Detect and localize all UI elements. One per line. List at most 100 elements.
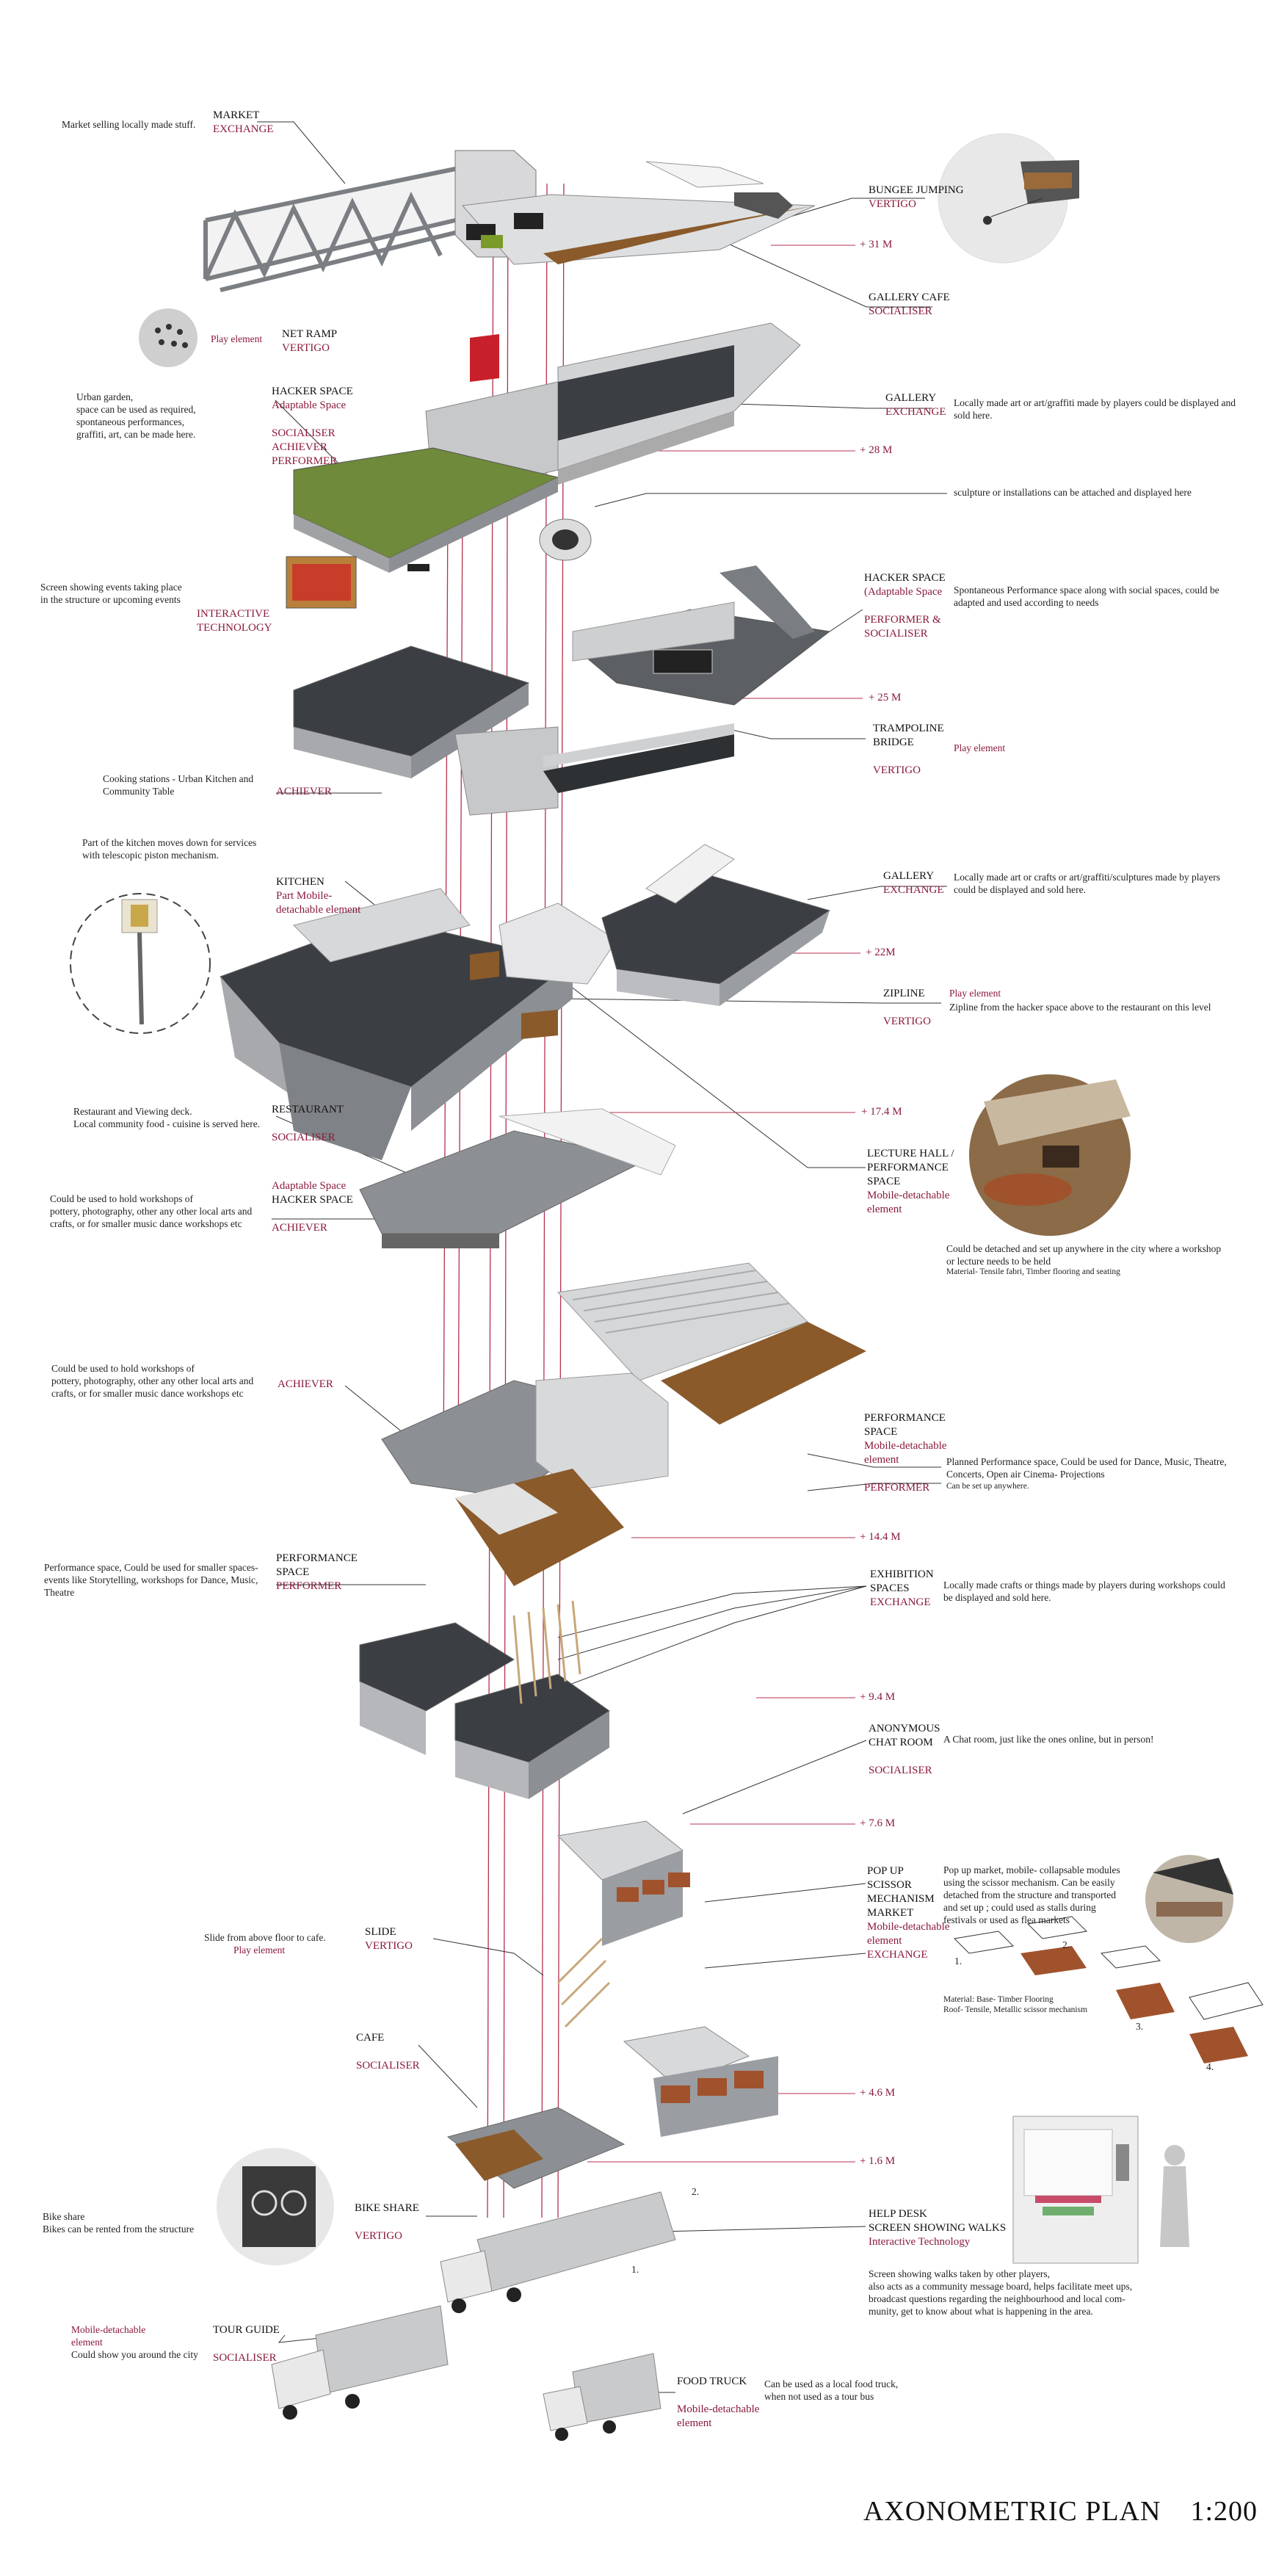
level-l174: + 17.4 M (861, 1106, 902, 1118)
label-line: MARKET (213, 109, 260, 121)
label-line: Mobile-detachable (867, 1190, 950, 1201)
level-l46: + 4.6 M (860, 2087, 896, 2099)
label-line: Adaptable Space (272, 1180, 347, 1192)
label-line (272, 1117, 344, 1131)
label-line: PERFORMANCE (867, 1162, 949, 1173)
label-zipline: ZIPLINE VERTIGO (883, 987, 931, 1029)
desc-screen-events: Screen showing events taking place in th… (40, 582, 182, 605)
label-line: EXCHANGE (870, 1596, 931, 1608)
label-hacker-2: HACKER SPACE(Adaptable Space PERFORMER &… (864, 571, 946, 641)
label-line: element (677, 2417, 712, 2429)
desc-urban-garden: Urban garden, space can be used as requi… (76, 391, 196, 440)
desc-planned-perf-2: Can be set up anywhere. (946, 1482, 1029, 1491)
label-line: HACKER SPACE (864, 572, 946, 584)
label-line (272, 413, 353, 427)
level-l94: + 9.4 M (860, 1691, 896, 1703)
level-l76: + 7.6 M (860, 1817, 896, 1829)
desc-zipline-desc-2: Zipline from the hacker space above to t… (949, 1002, 1211, 1013)
bungee-image (938, 133, 1079, 264)
label-line: SOCIALISER (356, 2060, 420, 2072)
label-line: PERFORMANCE (864, 1412, 946, 1424)
label-bike-share: BIKE SHARE VERTIGO (355, 2201, 419, 2243)
label-tour-guide: TOUR GUIDE SOCIALISER (213, 2323, 280, 2365)
label-line (864, 1467, 946, 1481)
trucks (271, 2191, 676, 2441)
label-line: VERTIGO (355, 2230, 402, 2242)
sequence-number: 1. (954, 1955, 962, 1967)
desc-market-desc: Market selling locally made stuff. (62, 119, 196, 130)
desc-perf-2-desc: Performance space, Could be used for sma… (44, 1562, 258, 1598)
level-l25: + 25 M (869, 692, 902, 703)
desc-tour-desc: Could show you around the city (71, 2349, 198, 2360)
label-line (677, 2389, 759, 2403)
sequence-number: 4. (1206, 2061, 1214, 2072)
label-achiever-1: ACHIEVER (276, 785, 332, 799)
lecture-hall-image (969, 1074, 1131, 1236)
sequence-number: 2. (1062, 1939, 1070, 1950)
desc-play-element-1: Play element (211, 333, 263, 344)
label-line: ANONYMOUS (869, 1723, 940, 1734)
label-line (883, 1001, 931, 1015)
label-line: TECHNOLOGY (197, 622, 272, 634)
label-line: PERFORMER & (864, 614, 941, 626)
label-line (869, 1750, 940, 1764)
sequence-number: 1. (631, 2264, 639, 2275)
desc-sculpture: sculpture or installations can be attach… (954, 487, 1192, 498)
label-line: CHAT ROOM (869, 1737, 933, 1748)
desc-restaurant-desc: Restaurant and Viewing deck. Local commu… (73, 1106, 261, 1129)
help-desk-image (1012, 2116, 1189, 2264)
label-line: LECTURE HALL / (867, 1148, 954, 1159)
sequence-number: 2. (692, 2186, 700, 2197)
label-line: KITCHEN (276, 876, 325, 888)
desc-lecture-material: Material- Tensile fabri, Timber flooring… (946, 1267, 1120, 1276)
desc-slide-desc-2: Play element (233, 1944, 286, 1955)
desc-lecture-desc: Could be detached and set up anywhere in… (946, 1243, 1222, 1267)
label-line: PERFORMANCE (276, 1552, 358, 1564)
level-4-cafe (446, 2026, 778, 2189)
label-line (864, 599, 946, 613)
label-restaurant: RESTAURANT SOCIALISER (272, 1103, 344, 1145)
level-l31: + 31 M (860, 239, 893, 250)
label-line: Adaptable Space (272, 399, 347, 411)
label-line: SOCIALISER (864, 628, 928, 640)
desc-popup-material: Material: Base- Timber Flooring Roof- Te… (943, 1995, 1088, 2014)
level-17-restaurant (359, 1108, 676, 1248)
label-line: EXCHANGE (885, 406, 946, 418)
label-line: BUNGEE JUMPING (869, 184, 964, 196)
label-line: CAFE (356, 2032, 385, 2044)
label-line: VERTIGO (883, 1016, 931, 1027)
level-l144: + 14.4 M (860, 1531, 901, 1543)
net-ramp-image (139, 308, 197, 367)
desc-zipline-desc: Play element (949, 988, 1001, 999)
label-line: VERTIGO (282, 342, 330, 354)
label-line: SOCIALISER (272, 1132, 336, 1143)
label-line: SLIDE (365, 1926, 396, 1938)
label-line: ACHIEVER (278, 1378, 333, 1390)
label-line: element (867, 1935, 902, 1947)
label-line: NET RAMP (282, 328, 338, 340)
desc-exhibition-desc: Locally made crafts or things made by pl… (943, 1580, 1225, 1603)
label-line (873, 750, 944, 764)
label-line: HACKER SPACE (272, 1194, 353, 1206)
label-line: HELP DESK (869, 2208, 927, 2220)
label-line: MARKET (867, 1907, 914, 1919)
label-achiever-2: ACHIEVER (278, 1378, 333, 1392)
desc-tour-desc-red: Mobile-detachable element (71, 2324, 146, 2348)
label-line: PERFORMER (864, 1482, 930, 1494)
label-line: ACHIEVER (276, 786, 332, 797)
label-line: SPACE (276, 1566, 310, 1578)
label-line: GALLERY CAFE (869, 292, 950, 303)
